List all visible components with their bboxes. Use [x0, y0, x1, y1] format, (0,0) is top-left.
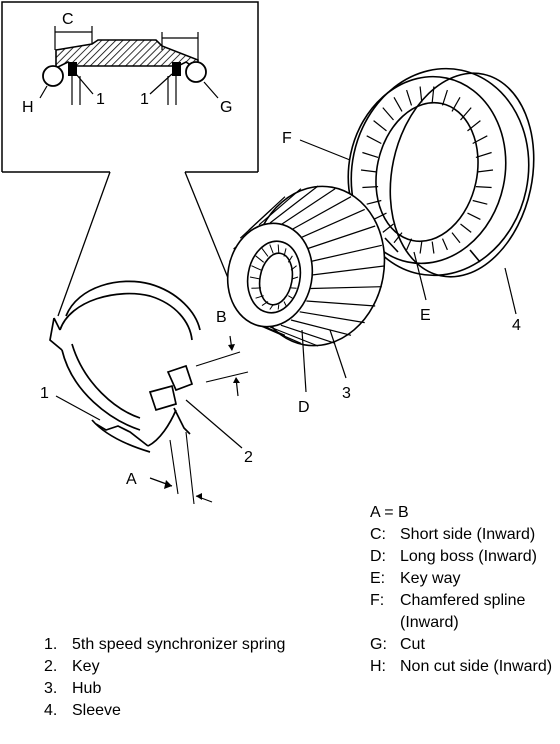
note-item: H: Non cut side (Inward)	[370, 656, 555, 678]
note-key: H:	[370, 658, 386, 675]
label-1-left: 1	[96, 91, 105, 108]
label-1-right: 1	[140, 91, 149, 108]
parts-key: 2.	[44, 658, 58, 675]
note-text: Long boss (Inward)	[400, 548, 537, 565]
sleeve-splines	[360, 86, 494, 254]
label-g: G	[220, 99, 232, 116]
parts-legend: 1. 5th speed synchronizer spring 2. Key …	[44, 634, 304, 722]
label-2: 2	[244, 449, 253, 466]
parts-item: 4. Sleeve	[44, 700, 304, 722]
hub-inner-splines	[249, 244, 299, 310]
parts-text: Hub	[72, 680, 102, 697]
note-item: E: Key way	[370, 568, 555, 590]
note-item: D: Long boss (Inward)	[370, 546, 555, 568]
note-item: G: Cut	[370, 634, 555, 656]
label-3: 3	[342, 385, 351, 402]
parts-key: 1.	[44, 636, 58, 653]
spring-wire-left	[42, 65, 64, 87]
note-item: F: Chamfered spline (Inward)	[370, 590, 555, 634]
spring-drawing	[49, 280, 201, 453]
note-text: Short side (Inward)	[400, 526, 536, 543]
parts-key: 3.	[44, 680, 58, 697]
note-key: D:	[370, 548, 386, 565]
note-text: Chamfered spline (Inward)	[400, 592, 526, 631]
spring-wire-right	[185, 61, 207, 83]
parts-key: 4.	[44, 702, 58, 719]
label-f: F	[282, 130, 292, 147]
parts-item: 3. Hub	[44, 678, 304, 700]
parts-text: Sleeve	[72, 702, 121, 719]
sleeve-drawing	[347, 67, 535, 278]
key-left	[68, 62, 77, 76]
note-key: E:	[370, 570, 386, 587]
note-key: F:	[370, 592, 385, 609]
label-b: B	[216, 309, 227, 326]
label-d: D	[298, 399, 310, 416]
equality-text: A = B	[370, 504, 409, 521]
key-right	[172, 62, 181, 76]
label-4: 4	[512, 317, 521, 334]
equality-note: A = B	[370, 502, 555, 524]
parts-item: 2. Key	[44, 656, 304, 678]
label-c: C	[62, 11, 74, 28]
notes-legend: A = B C: Short side (Inward) D: Long bos…	[370, 502, 555, 678]
note-text: Cut	[400, 636, 425, 653]
label-a: A	[126, 471, 137, 488]
parts-text: Key	[72, 658, 100, 675]
note-text: Non cut side (Inward)	[400, 658, 553, 675]
label-1-main: 1	[40, 385, 49, 402]
parts-text: 5th speed synchronizer spring	[72, 636, 286, 653]
note-text: Key way	[400, 570, 461, 587]
note-key: C:	[370, 526, 386, 543]
inset-detail: C H 1 1 G	[1, 1, 259, 317]
label-e: E	[420, 307, 431, 324]
note-item: C: Short side (Inward)	[370, 524, 555, 546]
hub-drawing	[226, 185, 386, 347]
note-key: G:	[370, 636, 387, 653]
parts-item: 1. 5th speed synchronizer spring	[44, 634, 304, 656]
label-h: H	[22, 99, 34, 116]
